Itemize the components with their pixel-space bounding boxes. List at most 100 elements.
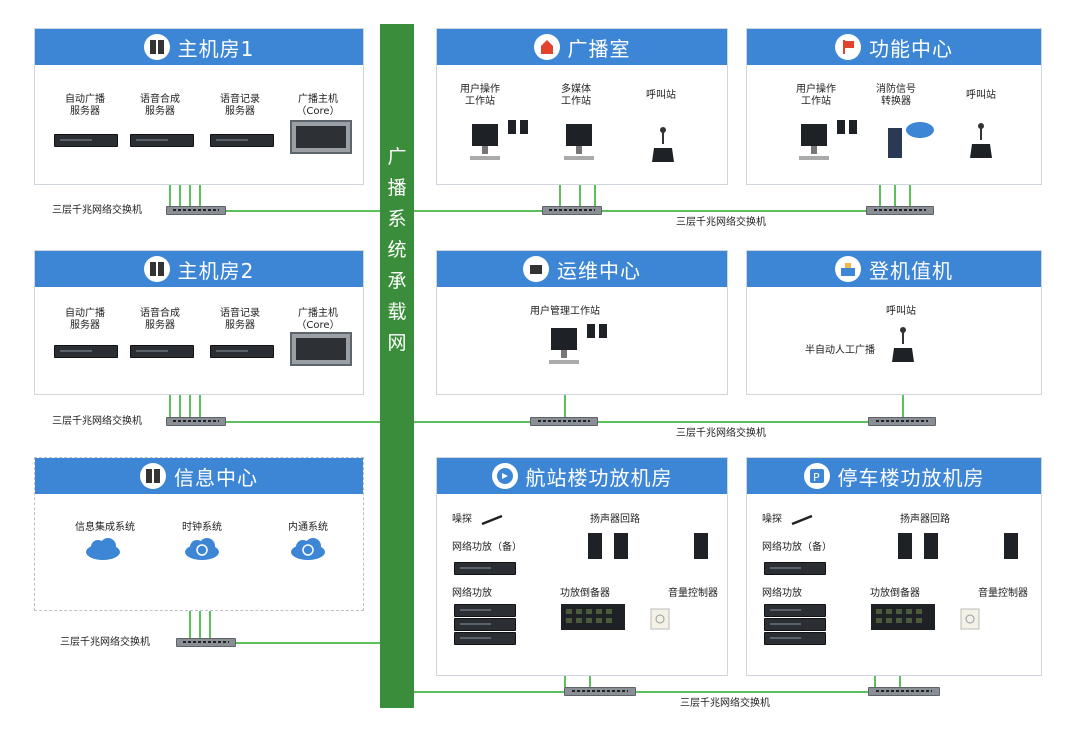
server-icon [54,345,118,358]
panel-title: 航站楼功放机房 [525,465,673,490]
device-label: 网络功放 [762,588,802,599]
device-label: 音量控制器 [668,588,718,599]
panel-title: 广播室 [567,36,631,61]
system-label: 内通系统 [288,522,328,533]
device-label: 噪探 [452,514,472,525]
device-label: 自动广播 服务器 [65,94,105,117]
amplifier-icon [764,562,826,575]
device-label: 半自动人工广播 [805,345,875,356]
device-label: 广播主机 （Core） [296,94,340,117]
amplifier-icon [764,604,826,617]
workstation-icon [564,124,594,160]
device-label: 多媒体 工作站 [561,84,591,107]
amplifier-icon [764,618,826,631]
device-label: 功放倒备器 [870,588,920,599]
call-station-icon [652,127,674,162]
panel-title: 功能中心 [869,36,953,61]
device-label: 网络功放（备） [762,542,832,553]
workstation-icon [799,120,857,160]
server-icon [210,345,274,358]
device-label: 呼叫站 [966,90,996,101]
speaker-group-icon [588,533,708,559]
noise-probe-icon [791,514,813,526]
workstation-icon [549,324,607,364]
device-label: 语音记录 服务器 [220,94,260,117]
backbone-char: 系 [387,208,407,230]
panel-header: 广播室 [437,29,727,65]
panel-header: 信息中心 [35,458,363,494]
system-label: 时钟系统 [182,522,222,533]
panel-header: 主机房2 [35,251,363,287]
call-station-icon [970,123,992,158]
svg-text:P: P [813,471,820,484]
info-center-panel: 信息中心 [34,457,364,611]
volume-controller-icon [960,608,980,630]
panel-title: 运维中心 [557,258,641,283]
boarding-panel: 登机值机 [746,250,1042,395]
server-icon [210,134,274,147]
device-label: 呼叫站 [646,90,676,101]
panel-header: 主机房1 [35,29,363,65]
device-label: 消防信号 转换器 [876,84,916,107]
panel-title: 主机房2 [177,258,255,283]
panel-title: 信息中心 [174,465,258,490]
speaker-group-icon [898,533,1018,559]
device-label: 噪探 [762,514,782,525]
device-label: 用户管理工作站 [530,306,600,317]
server-rack-icon [143,34,170,60]
device-label: 网络功放 [452,588,492,599]
panel-header: P 停车楼功放机房 [747,458,1041,494]
amplifier-icon [454,604,516,617]
device-label: 语音合成 服务器 [140,308,180,331]
amplifier-icon [454,632,516,645]
switch-icon [530,417,598,426]
backbone-char: 承 [387,270,407,292]
device-label: 广播主机 （Core） [296,308,340,331]
panel-header: 运维中心 [437,251,727,287]
workstation-icon [470,120,528,160]
switch-label: 三层千兆网络交换机 [52,205,142,216]
switch-icon [564,687,636,696]
fire-flag-icon [835,34,861,60]
panel-title: 停车楼功放机房 [837,465,985,490]
device-label: 呼叫站 [886,306,916,317]
function-center-panel: 功能中心 [746,28,1042,185]
switch-icon [176,638,236,647]
backbone-char: 载 [387,301,407,323]
device-label: 音量控制器 [978,588,1028,599]
ops-device-icon [523,256,549,282]
switch-label: 三层千兆网络交换机 [680,698,770,709]
device-label: 网络功放（备） [452,542,522,553]
switch-icon [868,687,940,696]
boarding-counter-icon [835,256,861,282]
device-label: 扬声器回路 [590,514,640,525]
device-label: 扬声器回路 [900,514,950,525]
panel-title: 主机房1 [177,36,255,61]
backbone-char: 网 [387,332,407,354]
backbone-char: 播 [387,177,407,199]
noise-probe-icon [481,514,503,526]
switch-label: 三层千兆网络交换机 [60,637,150,648]
switch-icon [166,417,226,426]
host-room-2-panel: 主机房2 [34,250,364,395]
broadcast-backbone: 广 播 系 统 承 载 网 [380,24,414,708]
device-label: 自动广播 服务器 [65,308,105,331]
backbone-char: 统 [387,239,407,261]
ops-center-panel: 运维中心 [436,250,728,395]
panel-title: 登机值机 [869,258,953,283]
switch-label: 三层千兆网络交换机 [52,416,142,427]
server-icon [54,134,118,147]
amp-standby-switcher-icon [561,604,625,630]
device-label: 语音合成 服务器 [140,94,180,117]
amplifier-icon [454,618,516,631]
broadcast-host-icon [290,332,352,366]
broadcast-host-icon [290,120,352,154]
system-label: 信息集成系统 [75,522,135,533]
backbone-char: 广 [387,146,407,168]
amplifier-icon [764,632,826,645]
fire-signal-converter-icon [888,122,934,158]
volume-controller-icon [650,608,670,630]
switch-label: 三层千兆网络交换机 [676,428,766,439]
switch-icon [542,206,602,215]
server-rack-icon [143,256,170,282]
